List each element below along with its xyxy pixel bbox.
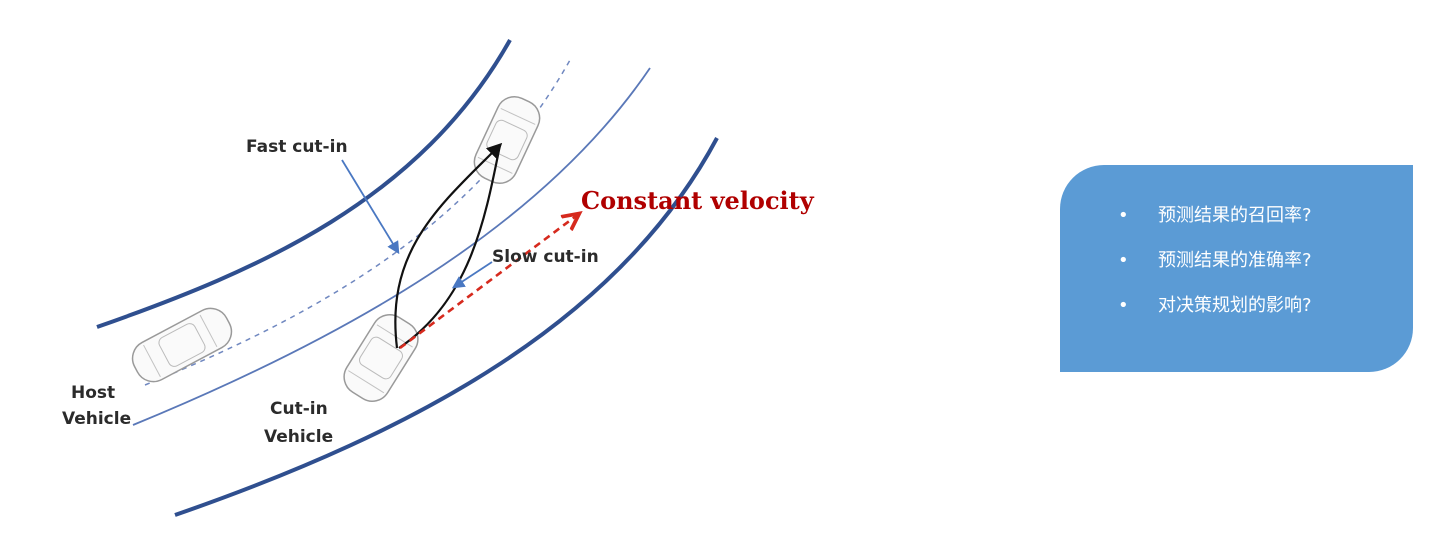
slow-cut-in-label: Slow cut-in bbox=[492, 247, 599, 267]
road-inner-edge bbox=[174, 137, 719, 517]
bullet: • bbox=[1118, 295, 1129, 316]
host-vehicle-label-line1: Host bbox=[71, 383, 115, 403]
question-text: 对决策规划的影响? bbox=[1158, 295, 1312, 316]
bullet: • bbox=[1118, 205, 1129, 226]
host-vehicle-label-line2: Vehicle bbox=[62, 409, 131, 429]
slow-cut-in-trajectory bbox=[398, 144, 502, 349]
fast-cut-in-pointer-arrow bbox=[341, 159, 400, 255]
constant-velocity-label: Constant velocity bbox=[581, 186, 815, 215]
slow-cut-in-pointer-arrow bbox=[451, 261, 493, 289]
lane-divider bbox=[132, 67, 651, 426]
fast-cut-in-trajectory bbox=[394, 142, 503, 349]
question-planning-impact: • 对决策规划的影响? bbox=[1060, 295, 1413, 340]
questions-list: • 预测结果的召回率? • 预测结果的准确率? • 对决策规划的影响? bbox=[1060, 205, 1413, 340]
question-text: 预测结果的召回率? bbox=[1158, 205, 1312, 226]
front-vehicle-icon bbox=[473, 95, 541, 185]
cut-in-vehicle-label-line2: Vehicle bbox=[264, 427, 333, 447]
question-text: 预测结果的准确率? bbox=[1158, 250, 1312, 271]
cut-in-vehicle-icon bbox=[343, 314, 419, 402]
fast-cut-in-label: Fast cut-in bbox=[246, 137, 348, 157]
constant-velocity-arrow bbox=[399, 216, 576, 350]
questions-panel: • 预测结果的召回率? • 预测结果的准确率? • 对决策规划的影响? bbox=[1060, 165, 1413, 372]
question-recall: • 预测结果的召回率? bbox=[1060, 205, 1413, 250]
cut-in-vehicle-label-line1: Cut-in bbox=[270, 399, 328, 419]
question-precision: • 预测结果的准确率? bbox=[1060, 250, 1413, 295]
road-outer-edge bbox=[96, 39, 512, 329]
host-vehicle-icon bbox=[131, 307, 233, 383]
bullet: • bbox=[1118, 250, 1129, 271]
